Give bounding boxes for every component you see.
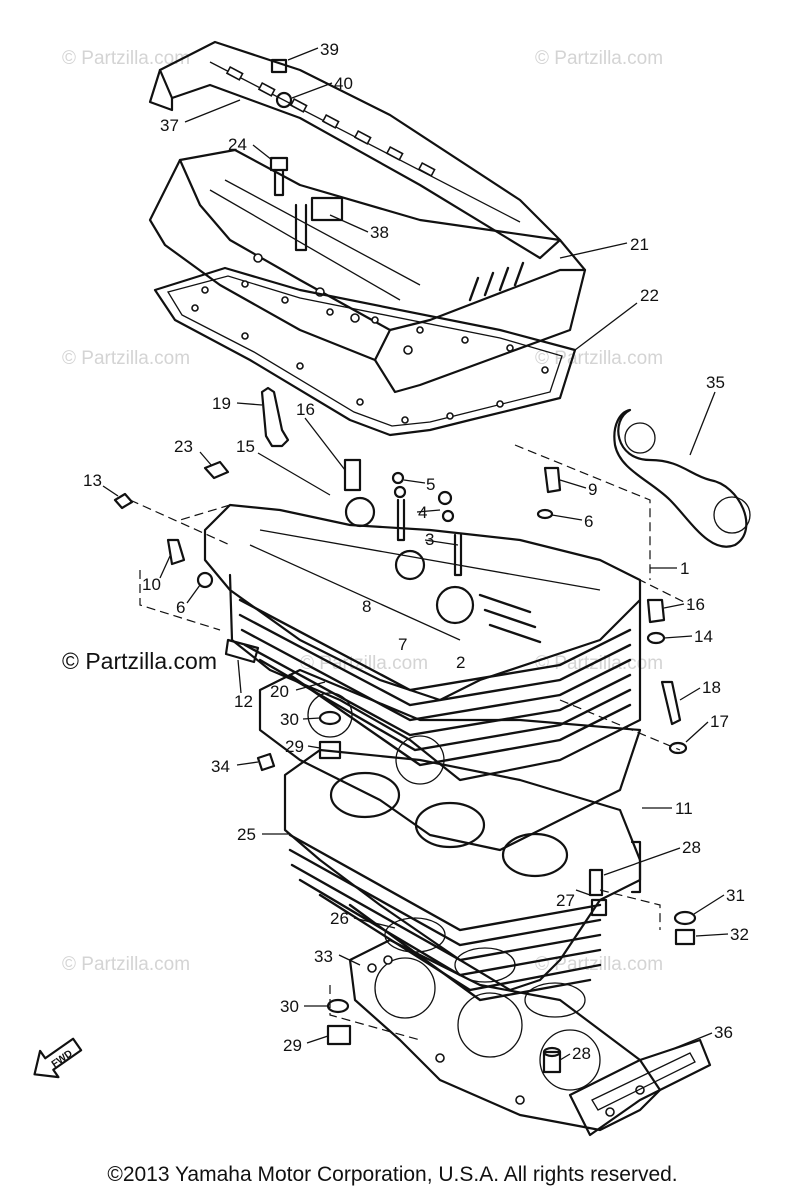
callout-label: 34 [211, 757, 230, 776]
watermark: © Partzilla.com [535, 348, 663, 369]
cover-gasket [153, 266, 577, 437]
callout-label: 36 [714, 1023, 733, 1042]
intake-gasket [613, 408, 751, 548]
callout-label: 11 [675, 799, 693, 818]
callout-label: 39 [320, 40, 339, 59]
callout-label: 35 [706, 373, 725, 392]
head-gasket [258, 668, 642, 852]
cylinder-head [203, 496, 642, 782]
callout-label: 14 [694, 627, 713, 646]
callout-label: 19 [212, 394, 231, 413]
watermark: © Partzilla.com [62, 48, 190, 69]
head-small-parts [113, 386, 688, 755]
cover-bolts [269, 58, 344, 252]
callout-label: 5 [426, 475, 435, 494]
callout-label: 16 [296, 400, 315, 419]
callout-label: 16 [686, 595, 705, 614]
callout-label: 3 [425, 530, 434, 549]
callout-label: 8 [362, 597, 371, 616]
callout-label: 28 [572, 1044, 591, 1063]
fwd-arrow: FWD [33, 1037, 83, 1079]
callout-label: 18 [702, 678, 721, 697]
callout-label: 27 [556, 891, 575, 910]
callout-label: 38 [370, 223, 389, 242]
callout-label: 13 [83, 471, 102, 490]
block-small-parts [256, 710, 697, 1074]
callout-label: 32 [730, 925, 749, 944]
callout-label: 21 [630, 235, 649, 254]
callout-label: 23 [174, 437, 193, 456]
callout-label: 7 [398, 635, 407, 654]
watermark-layer: © Partzilla.com © Partzilla.com © Partzi… [62, 48, 663, 975]
callout-label: 28 [682, 838, 701, 857]
callout-label: 30 [280, 997, 299, 1016]
callout-label: 1 [680, 559, 689, 578]
guide-lines [129, 444, 691, 1041]
callout-label: 26 [330, 909, 349, 928]
callout-label: 9 [588, 480, 597, 499]
watermark: © Partzilla.com [535, 48, 663, 69]
callout-label: 25 [237, 825, 256, 844]
callout-label: 40 [334, 74, 353, 93]
callout-label: 2 [456, 653, 465, 672]
callout-label: 37 [160, 116, 179, 135]
callout-label: 29 [283, 1036, 302, 1055]
callout-label: 20 [270, 682, 289, 701]
callout-label: 15 [236, 437, 255, 456]
callout-label: 24 [228, 135, 247, 154]
watermark: © Partzilla.com [62, 348, 190, 369]
watermark: © Partzilla.com [535, 653, 663, 674]
callout-label: 4 [418, 503, 427, 522]
callout-label: 17 [710, 712, 729, 731]
callout-label: 6 [176, 598, 185, 617]
callout-label: 10 [142, 575, 161, 594]
callout-label: 30 [280, 710, 299, 729]
copyright-notice: ©2013 Yamaha Motor Corporation, U.S.A. A… [107, 1163, 678, 1186]
callout-label: 31 [726, 886, 745, 905]
callout-label: 29 [285, 737, 304, 756]
watermark-primary: © Partzilla.com [62, 648, 217, 674]
callout-label: 12 [234, 692, 253, 711]
callout-layer: 39 40 37 24 38 21 22 35 19 16 23 15 13 5… [83, 40, 749, 1063]
base-gaskets [348, 917, 712, 1137]
watermark: © Partzilla.com [300, 653, 428, 674]
callout-label: 22 [640, 286, 659, 305]
callout-label: 33 [314, 947, 333, 966]
callout-label: 6 [584, 512, 593, 531]
watermark: © Partzilla.com [62, 954, 190, 975]
